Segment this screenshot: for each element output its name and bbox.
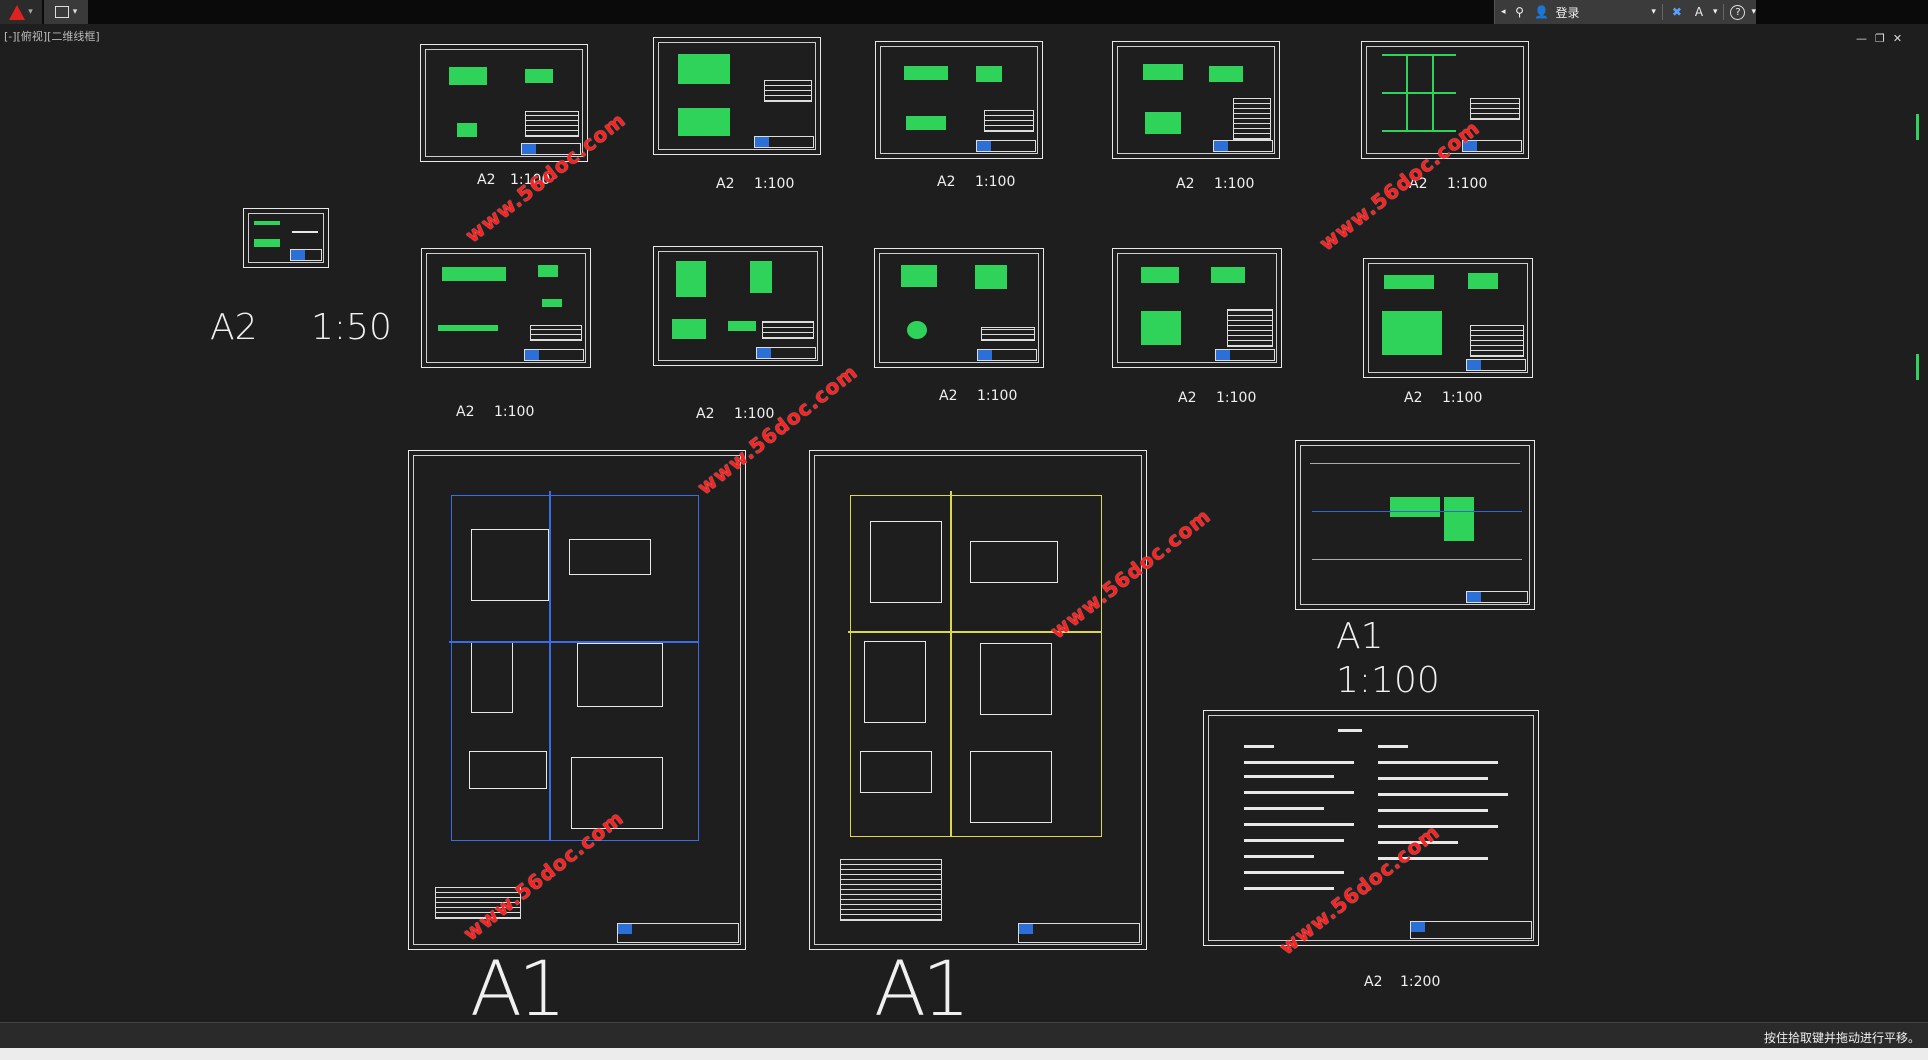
scale-label: 1:50	[311, 307, 392, 348]
chevron-down-icon: ▾	[28, 7, 33, 17]
chevron-down-icon[interactable]: ▾	[72, 7, 78, 17]
chevron-down-icon[interactable]: ▾	[1651, 7, 1656, 17]
drawing-window-controls: — ❐ ✕	[1856, 32, 1902, 45]
status-bar: 按住拾取键并拖动进行平移。	[0, 1022, 1928, 1049]
paper-size-label: A2	[456, 404, 475, 420]
drawing-sheet[interactable]	[874, 248, 1044, 368]
drawing-sheet[interactable]	[875, 41, 1043, 159]
paper-size-label: A1	[874, 944, 970, 1033]
a360-icon[interactable]: A	[1694, 5, 1704, 19]
drawing-sheet[interactable]	[1363, 258, 1533, 378]
exchange-icon[interactable]: ✖	[1671, 5, 1682, 19]
drawing-sheet[interactable]	[243, 208, 329, 268]
drawing-sheet[interactable]	[653, 246, 823, 366]
chevron-down-icon[interactable]: ▾	[1751, 7, 1756, 17]
scale-label: 1:100	[734, 406, 775, 422]
viewport-controls-label[interactable]: [-][俯视][二维线框]	[4, 30, 100, 43]
restore-icon[interactable]: ❐	[1875, 32, 1885, 45]
paper-size-label: A2	[937, 174, 956, 190]
command-line-strip[interactable]	[0, 1048, 1928, 1060]
status-message: 按住拾取键并拖动进行平移。	[1763, 1031, 1920, 1045]
binoculars-icon[interactable]: ⚲	[1515, 5, 1524, 19]
paper-size-label: A2	[939, 388, 958, 404]
paper-size-label: A1	[470, 944, 566, 1033]
drawing-sheet[interactable]	[420, 44, 588, 162]
paper-size-label: A2	[1178, 390, 1197, 406]
minimize-icon[interactable]: —	[1856, 32, 1867, 45]
paper-size-label: A2	[716, 176, 735, 192]
scale-label: 1:100	[975, 174, 1016, 190]
chevron-down-icon[interactable]: ▾	[1712, 7, 1718, 17]
paper-size-label: A1	[1336, 616, 1384, 657]
paper-size-label: A2	[1364, 974, 1383, 990]
paper-size-label: A2	[696, 406, 715, 422]
login-button[interactable]: 登录	[1555, 5, 1580, 20]
caret-left-icon[interactable]: ◂	[1501, 7, 1506, 17]
separator	[1661, 4, 1663, 20]
drawing-sheet[interactable]	[1361, 41, 1529, 159]
site-plan-sheet[interactable]	[408, 450, 746, 950]
process-flow-sheet[interactable]	[1295, 440, 1535, 610]
scale-label: 1:100	[977, 388, 1018, 404]
paper-size-label: A2	[477, 172, 496, 188]
user-icon[interactable]: 👤	[1534, 5, 1549, 19]
paper-size-label: A2	[1409, 176, 1428, 192]
layout-plan-sheet[interactable]	[809, 450, 1147, 950]
drawing-sheet[interactable]	[1112, 248, 1282, 368]
help-icon[interactable]: ?	[1730, 4, 1746, 20]
paper-size-label: A2	[1404, 390, 1423, 406]
paper-size-label: A2	[1176, 176, 1195, 192]
scale-label: 1:100	[1442, 390, 1483, 406]
scale-label: 1:100	[1336, 660, 1440, 701]
scale-label: 1:100	[1214, 176, 1255, 192]
navbar-edge[interactable]	[1916, 354, 1919, 380]
drawing-sheet[interactable]	[421, 248, 591, 368]
scale-label: 1:100	[754, 176, 795, 192]
separator	[1723, 4, 1725, 20]
scale-label: 1:200	[1400, 974, 1441, 990]
drawing-canvas[interactable]: A2 1:50	[0, 24, 1928, 1033]
scale-label: 1:100	[510, 172, 551, 188]
autocad-logo-icon	[9, 4, 26, 20]
workspace-icon[interactable]	[54, 6, 69, 18]
info-center-bar: ◂ ⚲ 👤 登录 ▾ ✖ A ▾ ? ▾	[1494, 0, 1756, 24]
scale-label: 1:100	[1447, 176, 1488, 192]
design-notes-sheet[interactable]	[1203, 710, 1539, 946]
drawing-sheet[interactable]	[653, 37, 821, 155]
paper-size-label: A2	[210, 307, 258, 348]
drawing-sheet[interactable]	[1112, 41, 1280, 159]
scale-label: 1:100	[1216, 390, 1257, 406]
close-icon[interactable]: ✕	[1892, 32, 1903, 45]
quick-access-toolbar[interactable]: ▾	[44, 0, 88, 24]
viewcube-edge[interactable]	[1916, 114, 1919, 140]
scale-label: 1:100	[494, 404, 535, 420]
application-menu-button[interactable]: ▾	[0, 0, 42, 24]
